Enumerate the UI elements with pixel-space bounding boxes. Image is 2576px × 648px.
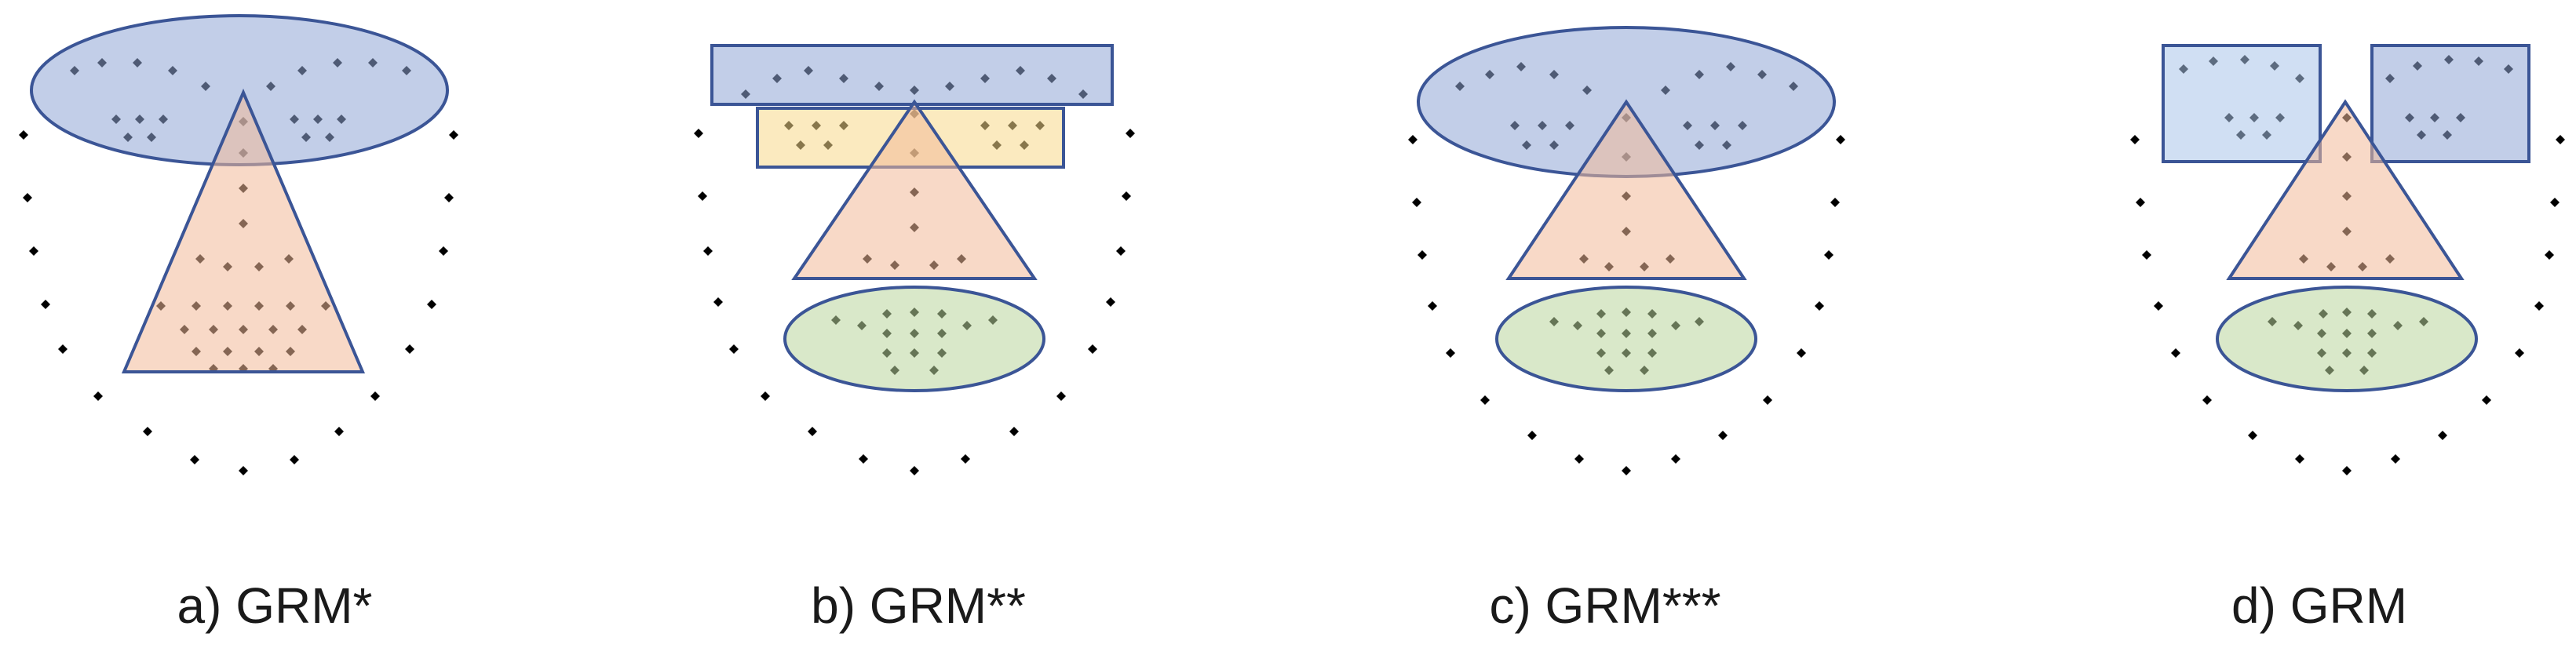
landmark-point: [2295, 454, 2304, 464]
landmark-point: [910, 466, 919, 475]
landmark-point: [2342, 466, 2352, 475]
landmark-point: [1056, 391, 1066, 401]
panel-b: [694, 44, 1135, 475]
landmark-point: [427, 300, 436, 309]
landmark-point: [405, 344, 414, 354]
landmark-point: [2515, 348, 2524, 358]
left-upper-region: [2162, 44, 2322, 163]
landmark-point: [2438, 431, 2447, 440]
landmark-point: [1763, 395, 1772, 405]
landmark-point: [439, 246, 448, 256]
landmark-point: [2248, 431, 2257, 440]
landmark-point: [1126, 129, 1135, 138]
landmark-point: [2202, 395, 2212, 405]
landmark-point: [1830, 198, 1840, 207]
landmark-point: [2154, 301, 2163, 311]
landmark-point: [1428, 301, 1437, 311]
top-strip-region: [710, 44, 1114, 106]
landmark-point: [1009, 427, 1019, 436]
landmark-point: [694, 129, 703, 138]
landmark-point: [93, 391, 103, 401]
landmark-point: [808, 427, 817, 436]
landmark-point: [449, 130, 458, 140]
landmark-point: [2550, 198, 2560, 207]
landmark-point: [2142, 250, 2151, 260]
landmark-point: [2482, 395, 2491, 405]
landmark-point: [2534, 301, 2544, 311]
landmark-point: [334, 427, 344, 436]
landmark-point: [58, 344, 68, 354]
lower-region: [2216, 286, 2478, 392]
landmark-point: [729, 344, 739, 354]
landmark-point: [2391, 454, 2400, 464]
landmark-point: [190, 455, 199, 464]
landmark-point: [1480, 395, 1490, 405]
landmark-point: [1797, 348, 1806, 358]
landmark-point: [1718, 431, 1728, 440]
landmark-point: [1412, 198, 1421, 207]
lower-region: [783, 286, 1045, 392]
landmark-point: [1088, 344, 1097, 354]
landmark-point: [2130, 135, 2140, 144]
landmark-point: [1446, 348, 1455, 358]
landmark-point: [29, 246, 38, 256]
landmark-point: [1418, 250, 1427, 260]
landmark-point: [1116, 246, 1126, 256]
landmark-point: [370, 391, 380, 401]
caption-c: c) GRM***: [1489, 577, 1721, 634]
landmark-point: [239, 466, 248, 475]
landmark-point: [961, 454, 970, 464]
center-region: [2226, 99, 2465, 280]
landmark-point: [1824, 250, 1833, 260]
landmark-point: [2545, 250, 2554, 260]
landmark-point: [703, 246, 713, 256]
landmark-point: [1122, 191, 1131, 201]
landmark-point: [1622, 466, 1631, 475]
landmark-point: [1527, 431, 1537, 440]
landmark-point: [713, 297, 723, 307]
center-region: [121, 88, 366, 373]
caption-b: b) GRM**: [811, 577, 1026, 634]
panel-a: [19, 14, 458, 475]
caption-d: d) GRM: [2231, 577, 2407, 634]
center-region: [1505, 99, 1747, 280]
lower-region: [1495, 286, 1757, 392]
panel-c: [1408, 26, 1845, 475]
landmark-point: [1836, 135, 1845, 144]
landmark-point: [761, 391, 770, 401]
landmark-point: [2556, 135, 2565, 144]
landmark-point: [1671, 454, 1680, 464]
landmark-point: [1574, 454, 1584, 464]
landmark-point: [859, 454, 868, 464]
caption-a: a) GRM*: [177, 577, 373, 634]
landmark-point: [444, 193, 454, 202]
landmark-point: [23, 193, 32, 202]
center-region: [791, 99, 1038, 280]
right-upper-region: [2370, 44, 2530, 163]
landmark-point: [19, 130, 28, 140]
landmark-point: [698, 191, 707, 201]
panel-d: [2130, 44, 2565, 475]
landmark-point: [2136, 198, 2145, 207]
landmark-point: [1106, 297, 1115, 307]
landmark-point: [143, 427, 152, 436]
landmark-point: [290, 455, 299, 464]
landmark-point: [2171, 348, 2180, 358]
landmark-point: [1815, 301, 1824, 311]
landmark-point: [1408, 135, 1418, 144]
landmark-point: [41, 300, 50, 309]
